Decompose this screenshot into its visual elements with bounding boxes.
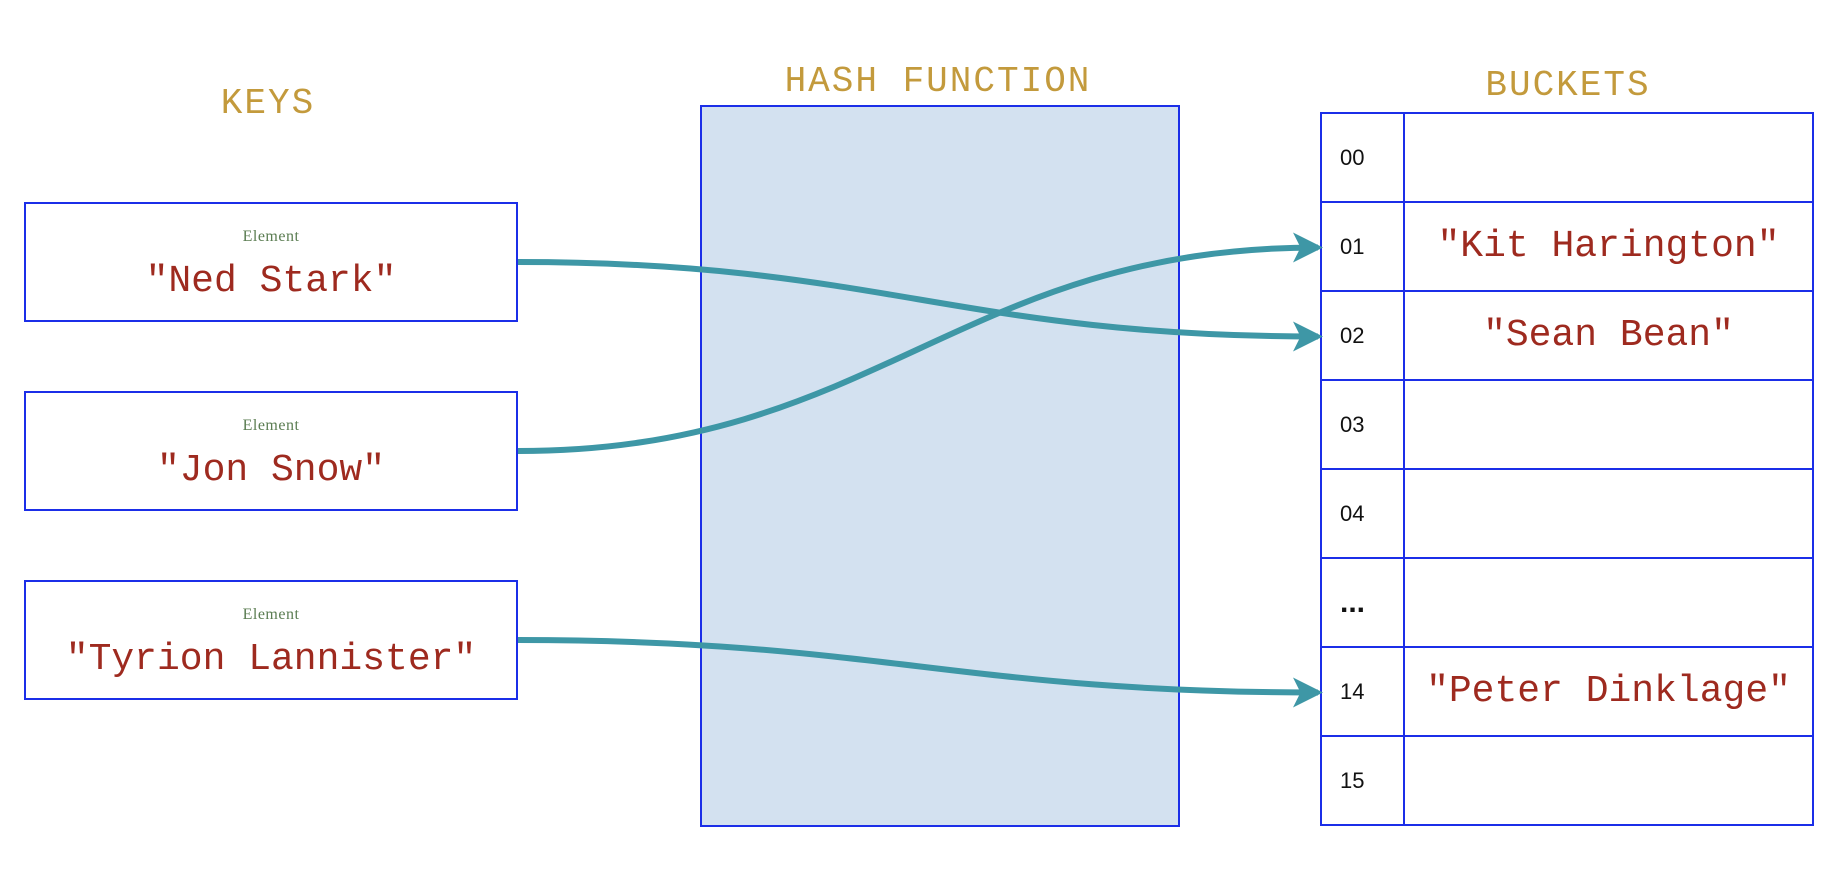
bucket-value bbox=[1405, 737, 1812, 824]
element-tag: Element bbox=[242, 228, 300, 245]
bucket-row: 03 bbox=[1322, 381, 1812, 470]
hash-function-box bbox=[700, 105, 1180, 827]
bucket-index: 00 bbox=[1322, 114, 1405, 201]
hash-function-heading: HASH FUNCTION bbox=[784, 61, 1092, 102]
bucket-row: 00 bbox=[1322, 114, 1812, 203]
key-element-box: Element "Tyrion Lannister" bbox=[24, 580, 518, 700]
element-tag: Element bbox=[242, 606, 300, 623]
bucket-table: 00 01 "Kit Harington" 02 "Sean Bean" 03 … bbox=[1320, 112, 1814, 826]
bucket-value bbox=[1405, 114, 1812, 201]
key-element-box: Element "Jon Snow" bbox=[24, 391, 518, 511]
key-value: "Jon Snow" bbox=[156, 449, 386, 492]
bucket-index: 15 bbox=[1322, 737, 1405, 824]
bucket-value bbox=[1405, 559, 1812, 646]
key-value: "Ned Stark" bbox=[145, 260, 397, 303]
bucket-index-ellipsis: ... bbox=[1322, 559, 1405, 646]
bucket-index: 03 bbox=[1322, 381, 1405, 468]
bucket-index: 14 bbox=[1322, 648, 1405, 735]
buckets-heading: BUCKETS bbox=[1485, 65, 1651, 106]
bucket-value: "Sean Bean" bbox=[1483, 314, 1734, 357]
bucket-index: 01 bbox=[1322, 203, 1405, 290]
bucket-index: 04 bbox=[1322, 470, 1405, 557]
bucket-row: 02 "Sean Bean" bbox=[1322, 292, 1812, 381]
bucket-value bbox=[1405, 381, 1812, 468]
bucket-index: 02 bbox=[1322, 292, 1405, 379]
bucket-value: "Kit Harington" bbox=[1437, 225, 1780, 268]
bucket-row: ... bbox=[1322, 559, 1812, 648]
bucket-row: 04 bbox=[1322, 470, 1812, 559]
bucket-row: 01 "Kit Harington" bbox=[1322, 203, 1812, 292]
key-value: "Tyrion Lannister" bbox=[65, 638, 477, 681]
element-tag: Element bbox=[242, 417, 300, 434]
key-element-box: Element "Ned Stark" bbox=[24, 202, 518, 322]
bucket-value bbox=[1405, 470, 1812, 557]
bucket-row: 14 "Peter Dinklage" bbox=[1322, 648, 1812, 737]
keys-heading: KEYS bbox=[220, 83, 316, 124]
bucket-value: "Peter Dinklage" bbox=[1426, 670, 1791, 713]
bucket-row: 15 bbox=[1322, 737, 1812, 826]
